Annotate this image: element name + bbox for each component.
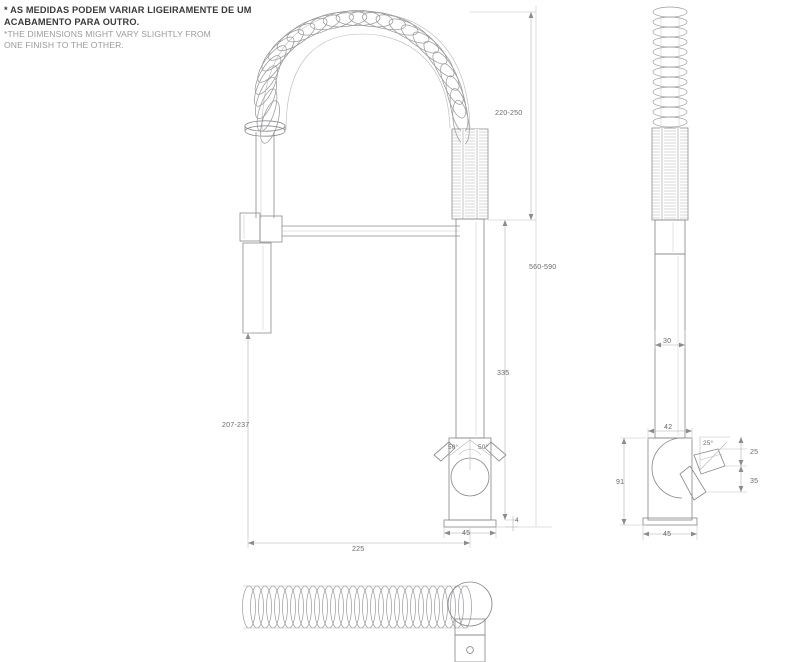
side-elevation-view bbox=[642, 6, 726, 526]
spray-head-tube bbox=[255, 132, 275, 218]
side-upper-column bbox=[654, 219, 686, 439]
coiled-hose-assembly-view bbox=[242, 581, 493, 662]
label-base-diameter: 45 bbox=[462, 529, 470, 537]
note-english: *THE DIMENSIONS MIGHT VARY SLIGHTLY FROM… bbox=[4, 28, 211, 51]
dim-handle-tilt-angle bbox=[699, 436, 730, 471]
coil-loops bbox=[254, 10, 470, 145]
spray-head-collar bbox=[244, 120, 286, 137]
dim-base-thickness bbox=[505, 516, 518, 531]
label-handle-lower-offset: 35 bbox=[750, 477, 758, 485]
side-dimension-set bbox=[620, 330, 747, 540]
dim-overall-reach bbox=[247, 527, 471, 548]
hose-coil bbox=[242, 585, 472, 629]
base-plate bbox=[443, 519, 497, 528]
dim-lower-body-height bbox=[620, 437, 646, 526]
spring-arch bbox=[254, 10, 471, 145]
drawing-notes: * AS MEDIDAS PODEM VARIAR LIGEIRAMENTE D… bbox=[4, 4, 304, 52]
side-valve-housing bbox=[647, 437, 726, 521]
label-spout-height: 207-237 bbox=[222, 421, 249, 429]
note-portuguese: * AS MEDIDAS PODEM VARIAR LIGEIRAMENTE D… bbox=[4, 5, 252, 28]
side-base-plate bbox=[642, 517, 698, 526]
label-handle-tilt-angle: 25° bbox=[703, 439, 714, 447]
dim-side-base-diameter bbox=[642, 525, 698, 540]
support-arm bbox=[282, 225, 460, 237]
corrugated-sleeve bbox=[451, 128, 489, 220]
label-spring-arch-height: 220-250 bbox=[495, 109, 522, 117]
dim-upper-body-width bbox=[647, 428, 693, 440]
label-side-base-diameter: 45 bbox=[663, 530, 671, 538]
hose-spray-head bbox=[447, 581, 493, 662]
label-upper-body-width: 42 bbox=[664, 423, 672, 431]
label-base-thickness: 4 bbox=[515, 517, 519, 524]
faucet-column bbox=[455, 218, 485, 439]
label-body-height: 335 bbox=[497, 369, 509, 377]
dim-column-diameter bbox=[654, 330, 686, 348]
front-dimension-set bbox=[243, 6, 552, 548]
dim-spout-height bbox=[243, 332, 252, 538]
label-handle-upper-offset: 25 bbox=[750, 448, 758, 456]
label-handle-angle-left: 50° bbox=[448, 443, 459, 451]
label-overall-height: 560-590 bbox=[529, 263, 556, 271]
front-elevation-view bbox=[239, 10, 507, 528]
front-dimension-labels: 220-250 560-590 335 207-237 225 45 4 50°… bbox=[222, 109, 556, 553]
spray-head bbox=[239, 212, 283, 334]
dim-spring-arch-height bbox=[470, 11, 536, 221]
dim-handle-angles bbox=[448, 438, 492, 470]
label-lower-body-height: 91 bbox=[616, 478, 624, 486]
dim-base-diameter bbox=[443, 527, 497, 538]
side-dimension-labels: 30 42 91 45 25° 25 35 bbox=[616, 337, 758, 538]
side-spring-coil bbox=[652, 6, 688, 128]
dim-handle-offsets bbox=[706, 437, 747, 493]
label-overall-reach: 225 bbox=[352, 545, 364, 553]
label-column-diameter: 30 bbox=[663, 337, 671, 345]
side-corrugated-sleeve bbox=[651, 127, 689, 221]
label-handle-angle-right: 50° bbox=[478, 443, 489, 451]
